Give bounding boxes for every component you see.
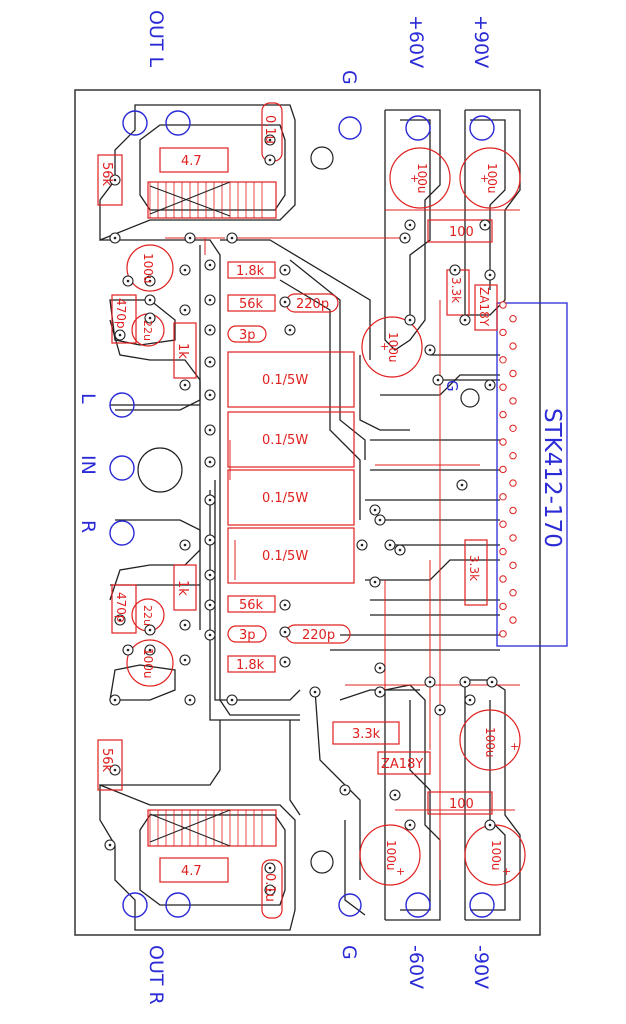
chip-pins <box>499 301 517 638</box>
label-g-mid: G <box>443 380 461 392</box>
chip-outline <box>496 302 568 647</box>
comp-r01-3: 0.1/5W <box>262 491 308 506</box>
chip-pin-pad <box>509 315 517 323</box>
chip-pin-pad <box>499 328 507 337</box>
chip-pin-pad <box>509 397 517 405</box>
comp-r33k-top: 3.3k <box>449 277 463 303</box>
comp-r33k-bot: 3.3k <box>352 727 381 742</box>
chip-pin-pad <box>499 438 507 446</box>
chip-pin-pad <box>509 589 517 597</box>
comp-r01-1: 0.1/5W <box>262 373 308 388</box>
comp-r18k-top: 1.8k <box>236 264 265 279</box>
comp-r56k-top: 56k <box>239 297 264 312</box>
comp-c470p-top: 470p <box>114 298 128 329</box>
comp-c100u-l: 100u <box>141 253 155 284</box>
comp-r100-bot: 100 <box>449 797 474 812</box>
comp-c100u-p60: 100u <box>415 163 429 194</box>
comp-r01-4: 0.1/5W <box>262 549 308 564</box>
chip-pin-pad <box>509 506 517 515</box>
comp-c100u-chip: 100u <box>386 332 400 363</box>
comp-c3p-top: 3p <box>239 328 256 343</box>
label-g-bottom: G <box>338 945 360 960</box>
chip-pin-pad <box>509 616 517 624</box>
comp-r47-top: 4.7 <box>181 154 202 169</box>
comp-c100u-br: 100u <box>483 727 497 758</box>
comp-r33k-mid: 3.3k <box>467 555 481 581</box>
chip-pin-pad <box>499 602 507 611</box>
pads <box>104 134 498 896</box>
comp-r56k-left-bot: 56k <box>99 748 114 773</box>
svg-text:+: + <box>510 740 519 753</box>
svg-text:+: + <box>480 172 489 185</box>
svg-text:+: + <box>380 340 389 353</box>
chip-pin-pad <box>499 520 507 528</box>
label-chip: STK412-170 <box>539 408 565 548</box>
chip-pin-pad <box>499 465 507 474</box>
comp-c220p-bot: 220p <box>302 628 335 643</box>
copper-traces <box>99 104 521 931</box>
label-in: IN <box>77 455 99 475</box>
comp-c100u-r: 100u <box>141 648 155 679</box>
comp-c100u-p90: 100u <box>485 163 499 194</box>
comp-c01u-top: 0.1u <box>262 115 277 144</box>
svg-text:+: + <box>502 865 511 878</box>
comp-c470p-bot: 470p <box>114 592 128 623</box>
chip-pin-pad <box>509 479 517 487</box>
comp-r100-top: 100 <box>449 225 474 240</box>
comp-r47-bot: 4.7 <box>181 864 202 879</box>
comp-c100u-n60: 100u <box>384 840 398 871</box>
chip-pin-pad <box>499 410 507 419</box>
terminals <box>109 110 495 918</box>
chip-pin-pad <box>509 561 517 569</box>
chip-pin-pad <box>509 534 517 542</box>
components <box>97 102 526 919</box>
comp-c01u-bot: 0.1u <box>262 873 277 902</box>
comp-r56k-left-top: 56k <box>99 162 114 187</box>
label-neg60: -60V <box>405 945 427 989</box>
label-neg90: -90V <box>470 945 492 989</box>
svg-text:+: + <box>396 865 405 878</box>
label-pos60: +60V <box>405 15 427 68</box>
comp-z18-top: ZA18Y <box>477 287 491 327</box>
comp-c220p-top: 220p <box>296 297 329 312</box>
label-g-top: G <box>338 70 360 85</box>
comp-r1k-top: 1k <box>175 343 190 359</box>
chip-pin-pad <box>499 301 507 309</box>
comp-c22u-top: 22u <box>141 320 154 341</box>
comp-r1k-bot: 1k <box>175 580 190 596</box>
chip-pin-pad <box>499 547 507 556</box>
comp-r18k-bot: 1.8k <box>236 658 265 673</box>
label-out-r: OUT R <box>145 945 167 1005</box>
label-r: R <box>77 520 99 533</box>
comp-c3p-bot: 3p <box>239 628 256 643</box>
label-out-l: OUT L <box>145 10 167 68</box>
chip-pin-pad <box>509 424 517 432</box>
label-pos90: +90V <box>470 15 492 68</box>
svg-text:+: + <box>410 172 419 185</box>
chip-pin-pad <box>499 630 507 638</box>
mounting-holes <box>137 146 480 874</box>
comp-z18-bot: ZA18Y <box>381 757 423 772</box>
chip-pin-pad <box>509 369 517 378</box>
chip-pin-pad <box>499 356 507 364</box>
chip-pin-pad <box>509 452 517 460</box>
red-links <box>165 209 520 880</box>
comp-c100u-n90: 100u <box>489 840 503 871</box>
label-l: L <box>77 393 99 404</box>
board-outline <box>74 89 541 936</box>
chip-pin-pad <box>509 342 517 350</box>
chip-pin-pad <box>499 575 507 583</box>
chip-pin-pad <box>499 383 507 391</box>
comp-r56k-bot: 56k <box>239 598 264 613</box>
chip-pin-pad <box>499 493 507 501</box>
comp-r01-2: 0.1/5W <box>262 433 308 448</box>
comp-c22u-bot: 22u <box>141 605 154 626</box>
